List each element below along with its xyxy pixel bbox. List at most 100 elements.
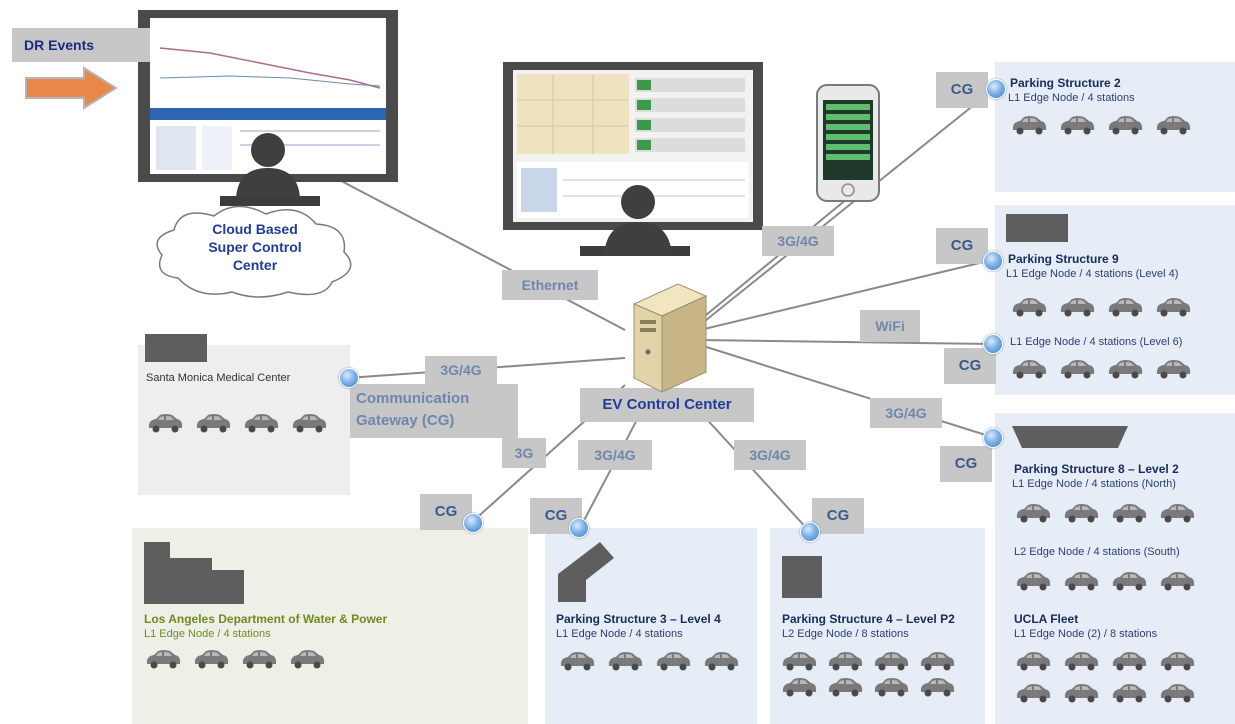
link-label-mobile: 3G/4G: [762, 226, 834, 256]
ps2-sub: L1 Edge Node / 4 stations: [1008, 92, 1135, 104]
cloud-line-1: Cloud Based: [212, 221, 298, 237]
cloud-line-3: Center: [232, 257, 278, 273]
fleet-cars-row2: [1014, 682, 1196, 704]
wire-ps2: [699, 87, 996, 326]
cg-ps4: CG: [812, 498, 864, 534]
node-ps2: [986, 79, 1006, 99]
dr-events-arrow-icon: [25, 66, 118, 110]
fleet-cars-row1: [1014, 650, 1196, 672]
ev-car-icon: [558, 650, 596, 672]
cg-ps9-level6: CG: [944, 348, 996, 384]
ev-server-icon: [632, 283, 708, 393]
link-label-left: 3G/4G: [425, 356, 497, 384]
smmc-building-icon: [145, 334, 207, 362]
ev-car-icon: [1062, 650, 1100, 672]
ev-car-icon: [1058, 296, 1096, 318]
communication-gateway-label: Communication Gateway (CG): [350, 384, 518, 438]
link-label-wifi: WiFi: [860, 310, 920, 342]
ev-car-icon: [242, 412, 280, 434]
ev-car-icon: [1110, 650, 1148, 672]
fleet-title: UCLA Fleet: [1014, 612, 1079, 626]
super-control-screen: [150, 18, 386, 174]
ev-car-icon: [1014, 682, 1052, 704]
cg-ps2: CG: [936, 72, 988, 108]
ev-car-icon: [1110, 502, 1148, 524]
wire-ps9-l6: [699, 339, 993, 345]
ps9-cars-level4: [1010, 296, 1192, 318]
ps4-cars-row2: [780, 676, 956, 698]
wire-ps8: [699, 344, 993, 438]
ps3-title: Parking Structure 3 – Level 4: [556, 612, 721, 626]
ps4-building-icon: [782, 556, 822, 598]
node-ps8: [983, 428, 1003, 448]
link-label-bottom-mid: 3G/4G: [578, 440, 652, 470]
ev-car-icon: [654, 650, 692, 672]
link-label-bottom-right: 3G/4G: [734, 440, 806, 470]
ps8-cars-north: [1014, 502, 1196, 524]
ps9-building-icon: [1006, 214, 1068, 242]
ev-car-icon: [1010, 114, 1048, 136]
ev-car-icon: [1010, 296, 1048, 318]
ev-car-icon: [1154, 296, 1192, 318]
ps9-title: Parking Structure 9: [1008, 252, 1119, 266]
cloud-label: Cloud Based Super Control Center: [175, 220, 335, 274]
ev-car-icon: [1058, 114, 1096, 136]
ps3-sub: L1 Edge Node / 4 stations: [556, 628, 683, 640]
ev-car-icon: [1014, 502, 1052, 524]
ev-car-icon: [1062, 502, 1100, 524]
link-label-ethernet: Ethernet: [502, 270, 598, 300]
smmc-title: Santa Monica Medical Center: [146, 372, 291, 384]
cg-ps9-level4: CG: [936, 228, 988, 264]
communication-gateway-line-1: Communication: [356, 390, 470, 407]
ps8-cars-south: [1014, 570, 1196, 592]
node-ps9-level6: [983, 334, 1003, 354]
super-control-monitor: [138, 10, 398, 182]
ps4-title: Parking Structure 4 – Level P2: [782, 612, 955, 626]
ev-car-icon: [918, 676, 956, 698]
node-smmc: [339, 368, 359, 388]
ev-operator-person-icon: [604, 185, 672, 256]
ev-car-icon: [1110, 682, 1148, 704]
ps9-cars-level6: [1010, 358, 1192, 380]
ev-car-icon: [146, 412, 184, 434]
ps9-sub-level4: L1 Edge Node / 4 stations (Level 4): [1006, 268, 1179, 280]
node-ps9-level4: [983, 251, 1003, 271]
smmc-cars: [146, 412, 328, 434]
ev-car-icon: [826, 676, 864, 698]
ladwp-cars: [144, 648, 326, 670]
ev-car-icon: [1014, 650, 1052, 672]
wire-ps9-l4: [699, 259, 993, 331]
ladwp-building-icon: [144, 542, 244, 604]
ev-control-center-label: EV Control Center: [580, 388, 754, 422]
ev-car-icon: [1154, 358, 1192, 380]
ev-car-icon: [1154, 114, 1192, 136]
ps2-title: Parking Structure 2: [1010, 76, 1121, 90]
ev-car-icon: [192, 648, 230, 670]
node-ps4: [800, 522, 820, 542]
ev-car-icon: [194, 412, 232, 434]
ps3-cars: [558, 650, 740, 672]
ev-car-icon: [780, 650, 818, 672]
ps8-sub-north: L1 Edge Node / 4 stations (North): [1012, 478, 1176, 490]
ev-car-icon: [288, 648, 326, 670]
wire-super-control: [329, 174, 626, 331]
cloud-shape-icon: [156, 205, 352, 298]
ps8-building-icon: [1012, 426, 1128, 448]
link-label-bottom-left: 3G: [502, 438, 546, 468]
ev-car-icon: [918, 650, 956, 672]
ladwp-title: Los Angeles Department of Water & Power: [144, 612, 388, 626]
ev-car-icon: [1106, 114, 1144, 136]
ev-car-icon: [1106, 358, 1144, 380]
ev-car-icon: [826, 650, 864, 672]
cloud-line-2: Super Control: [208, 239, 302, 255]
ladwp-sub: L1 Edge Node / 4 stations: [144, 628, 271, 640]
ev-car-icon: [1010, 358, 1048, 380]
fleet-sub: L1 Edge Node (2) / 8 stations: [1014, 628, 1158, 640]
ev-car-icon: [290, 412, 328, 434]
cg-ps8: CG: [940, 446, 992, 482]
ps8-sub-south: L2 Edge Node / 4 stations (South): [1014, 546, 1180, 558]
ev-car-icon: [144, 648, 182, 670]
ev-car-icon: [1058, 358, 1096, 380]
ev-car-icon: [872, 650, 910, 672]
cg-ladwp: CG: [420, 494, 472, 530]
